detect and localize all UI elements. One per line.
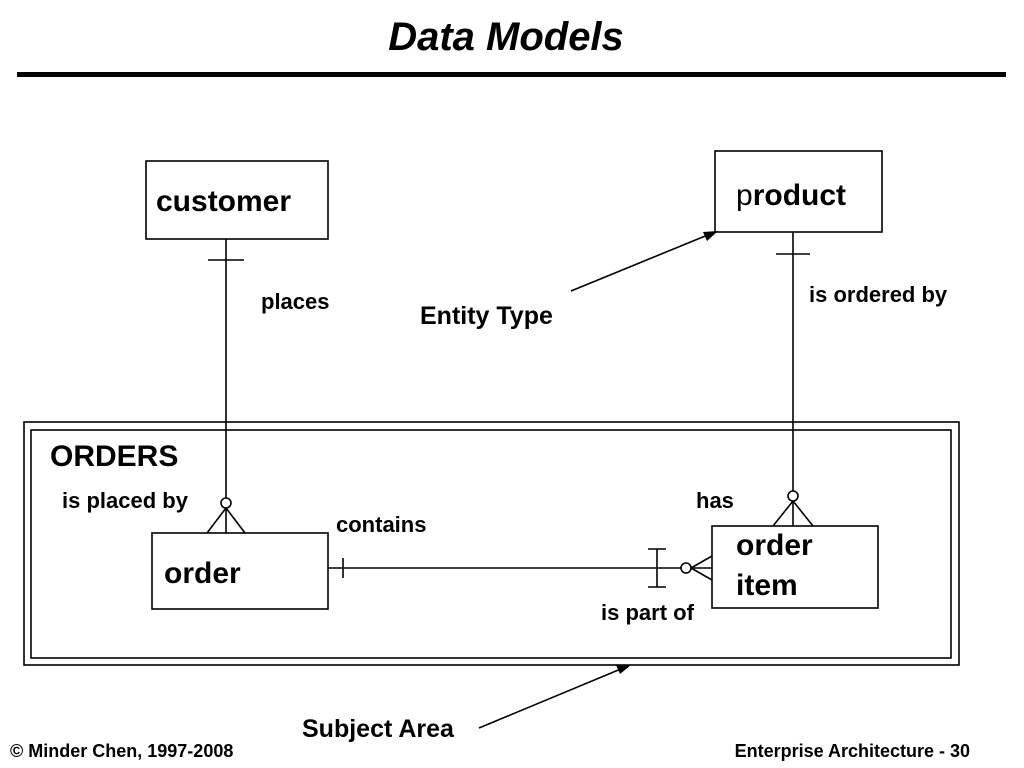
- subject-area-name: ORDERS: [50, 440, 179, 473]
- order-crowfoot-right: [225, 507, 246, 534]
- orderitem-crowfoot-right: [792, 500, 814, 527]
- contains-label: contains: [336, 512, 427, 537]
- orderitem-part-circle: [680, 562, 692, 574]
- subject-area-arrowhead: [616, 665, 631, 674]
- is-ordered-by-label: is ordered by: [809, 282, 948, 307]
- product-label-rest: roduct: [752, 179, 847, 212]
- product-entity-box: [714, 150, 883, 233]
- is-part-of-label: is part of: [601, 600, 694, 625]
- entity-type-arrowhead: [703, 231, 718, 241]
- product-entity-label: product: [736, 179, 846, 214]
- order-item-entity-label-line2: item: [736, 569, 798, 602]
- footer-copyright: © Minder Chen, 1997-2008: [10, 741, 234, 761]
- order-item-entity-box: [711, 525, 879, 609]
- entity-type-callout-line: [570, 231, 716, 292]
- orderitem-crowfoot-left: [772, 500, 794, 527]
- has-label: has: [696, 488, 734, 513]
- is-placed-by-label: is placed by: [62, 488, 188, 513]
- subject-area-callout-line: [478, 665, 629, 729]
- order-crowfoot-left: [206, 507, 227, 534]
- footer-course-page: Enterprise Architecture - 30: [734, 741, 970, 761]
- places-label: places: [261, 289, 330, 314]
- slide-title: Data Models: [388, 15, 624, 59]
- order-item-entity-label-line1: order: [736, 529, 813, 562]
- subject-area-callout-label: Subject Area: [302, 715, 454, 743]
- title-divider: [17, 72, 1006, 77]
- orderitem-part-crowfoot-bottom: [690, 567, 713, 581]
- orderitem-part-crowfoot-top: [690, 555, 713, 569]
- subject-area-inner-border: [30, 429, 952, 659]
- order-optional-circle: [220, 497, 232, 509]
- product-label-prefix: p: [736, 179, 753, 212]
- customer-entity-label: customer: [156, 185, 292, 218]
- order-entity-label: order: [164, 557, 241, 590]
- orderitem-optional-circle: [787, 490, 799, 502]
- entity-type-callout-label: Entity Type: [420, 302, 553, 330]
- subject-area-outer-border: [23, 421, 960, 666]
- customer-entity-box: [145, 160, 329, 240]
- order-entity-box: [151, 532, 329, 610]
